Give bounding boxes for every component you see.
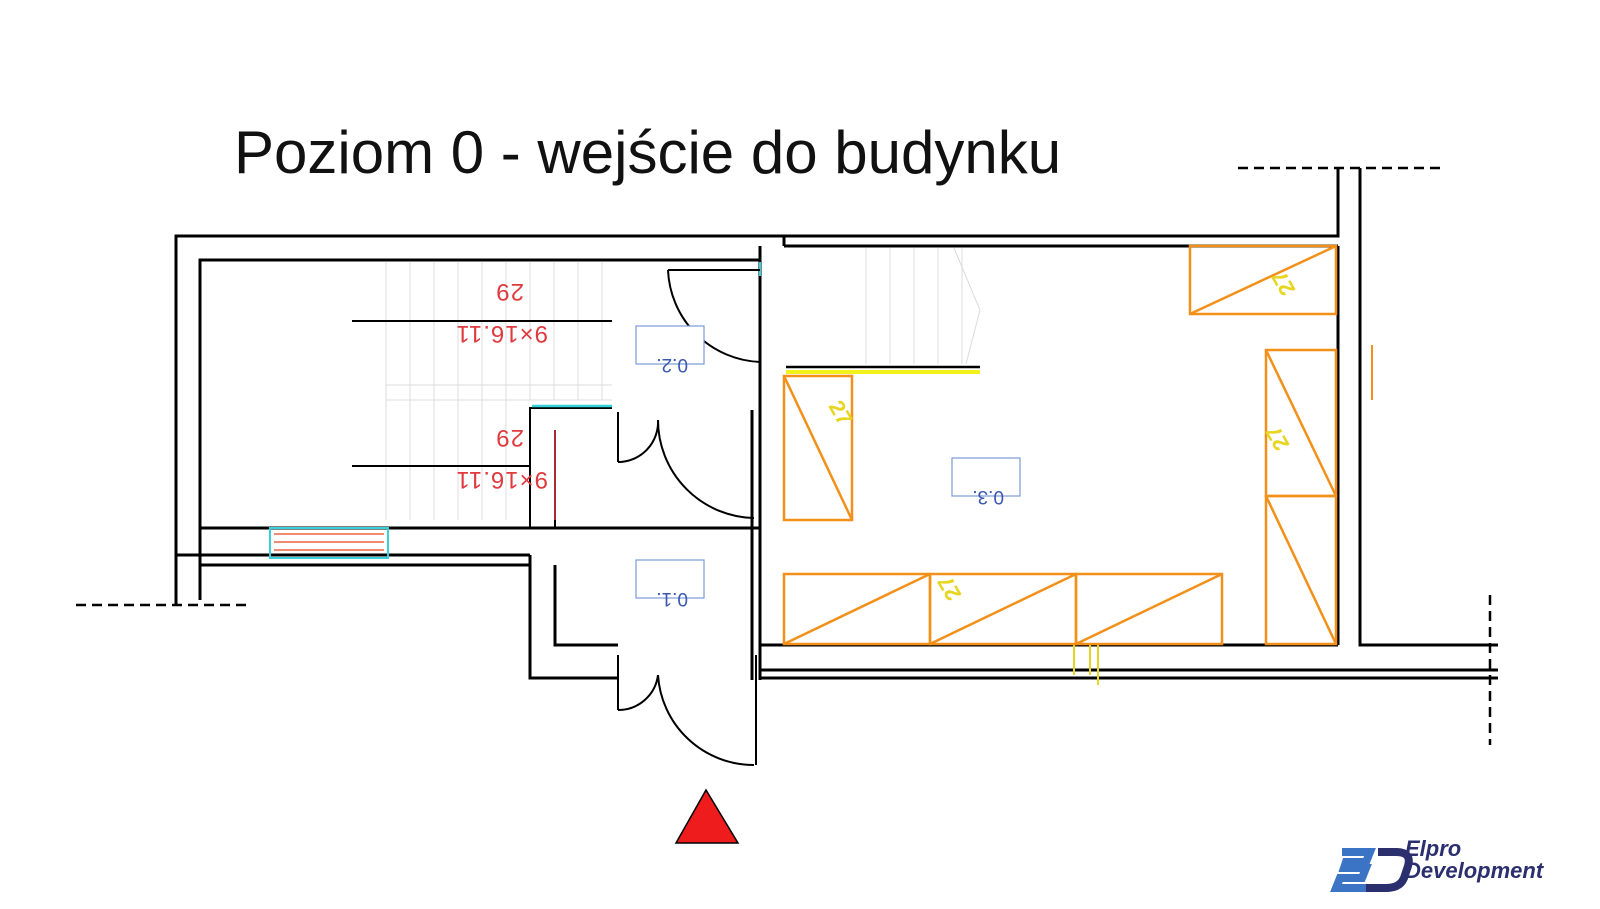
room-label-0-2: 0.2. bbox=[656, 354, 688, 375]
entrance-marker-icon bbox=[674, 788, 740, 844]
page-title: Poziom 0 - wejście do budynku bbox=[234, 119, 1062, 186]
logo-icon bbox=[1330, 848, 1413, 892]
logo-line2: Development bbox=[1405, 858, 1544, 883]
room-label-0-3: 0.3. bbox=[972, 486, 1004, 507]
logo-line1: Elpro bbox=[1405, 836, 1462, 861]
stair-labels: 29 9×16.11 29 9×16.11 bbox=[455, 278, 548, 493]
furniture bbox=[782, 244, 1338, 646]
room-labels: 0.2. 0.3. 0.1. bbox=[635, 325, 1021, 609]
extension-lines bbox=[76, 166, 1492, 745]
furniture-label: 27 bbox=[1266, 266, 1300, 300]
furniture-label: 27 bbox=[932, 571, 966, 605]
staircase bbox=[352, 247, 981, 520]
windows bbox=[269, 262, 1373, 685]
furniture-labels: 27 27 27 27 bbox=[824, 266, 1301, 605]
stair-count: 29 bbox=[495, 424, 524, 451]
stair-size: 9×16.11 bbox=[455, 320, 548, 347]
stair-size: 9×16.11 bbox=[455, 466, 548, 493]
logo-text: Elpro Development bbox=[1405, 838, 1543, 882]
room-label-0-1: 0.1. bbox=[656, 588, 688, 609]
stair-count: 29 bbox=[495, 278, 524, 305]
